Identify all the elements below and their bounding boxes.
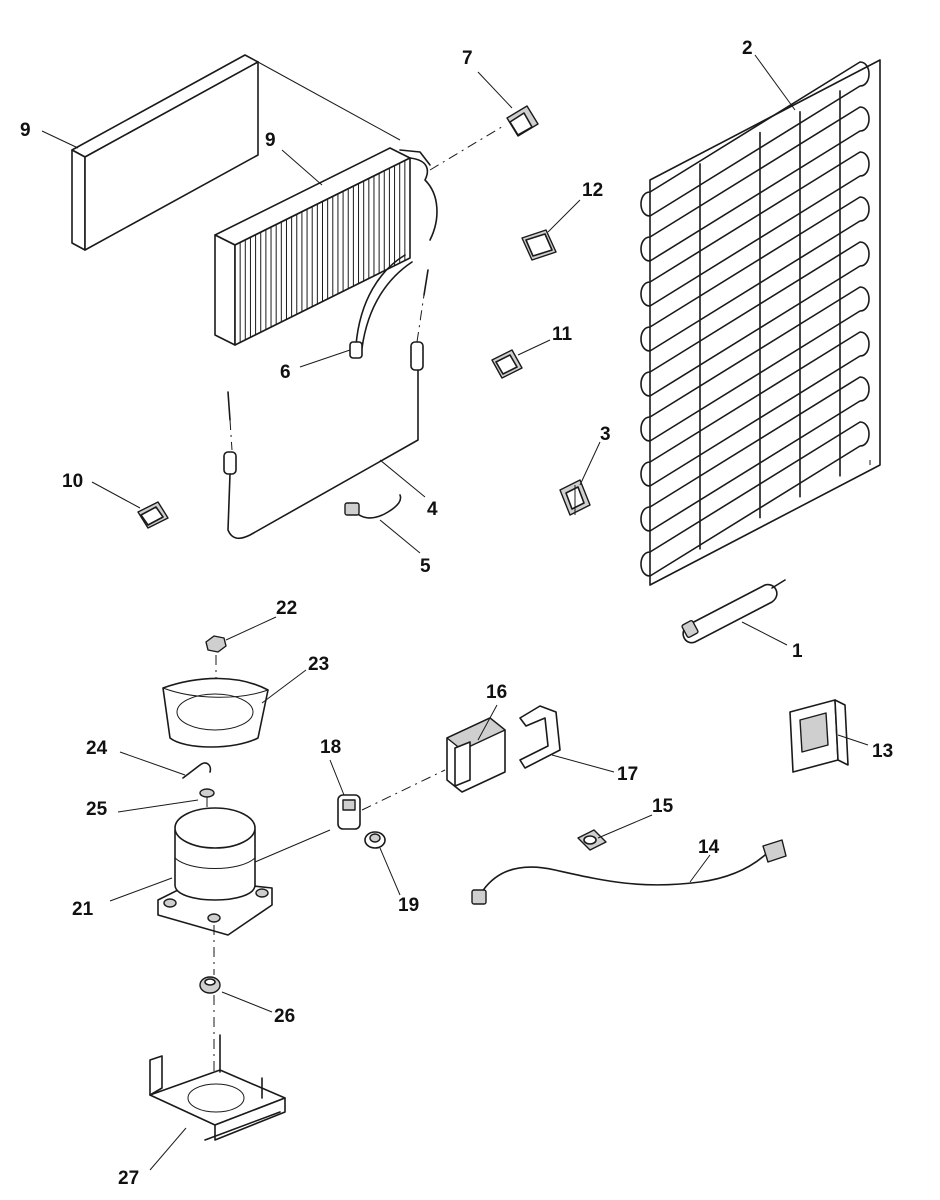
- callout-4: 4: [427, 499, 438, 520]
- part-26-grommet: [199, 925, 221, 1075]
- part-7-clip: [506, 105, 539, 137]
- callout-23: 23: [308, 654, 329, 675]
- callout-11: 11: [552, 324, 573, 345]
- callout-24: 24: [86, 738, 108, 759]
- callout-19: 19: [398, 895, 419, 916]
- part-11-clip: [491, 349, 523, 379]
- callout-26: 26: [274, 1006, 295, 1027]
- callout-17: 17: [617, 764, 638, 785]
- part-12-bracket: [521, 229, 557, 261]
- callout-10: 10: [62, 471, 83, 492]
- part-5-connector: [344, 494, 402, 519]
- callout-16: 16: [486, 682, 507, 703]
- part-3-bracket: [559, 479, 591, 516]
- part-14-power-cord: [471, 839, 787, 905]
- part-10-clip: [137, 501, 169, 529]
- callout-5: 5: [420, 556, 431, 577]
- callout-13: 13: [872, 741, 893, 762]
- callout-labels: 1 2 3 4 5 6 7 9 9 10 11 12 13 14 15 16 1…: [20, 38, 893, 1189]
- part-16-relay-box: [446, 717, 506, 793]
- part-2-evaporator: [640, 59, 881, 586]
- part-9-panel: [71, 54, 401, 251]
- callout-18: 18: [320, 737, 341, 758]
- callout-3: 3: [600, 424, 611, 445]
- callout-1: 1: [792, 641, 803, 662]
- callout-9-condenser: 9: [265, 130, 276, 151]
- part-1-drier: [681, 579, 786, 644]
- part-27-base: [149, 1034, 286, 1141]
- part-19-overload: [364, 831, 386, 849]
- callout-6: 6: [280, 362, 291, 383]
- callout-21: 21: [72, 899, 94, 920]
- part-18-relay: [337, 769, 446, 830]
- part-21-compressor: [157, 807, 331, 936]
- part-24-clip: [182, 762, 212, 779]
- part-9-condenser: [214, 124, 506, 346]
- callout-7: 7: [462, 48, 473, 69]
- part-13-plate: [789, 699, 849, 773]
- part-4-capillary: [223, 269, 429, 540]
- part-23-cover: [162, 677, 269, 748]
- callout-25: 25: [86, 799, 108, 820]
- callout-15: 15: [652, 796, 674, 817]
- callout-22: 22: [276, 598, 297, 619]
- part-25-washer: [199, 788, 215, 815]
- callout-9-panel: 9: [20, 120, 31, 141]
- part-15-clamp: [577, 829, 607, 851]
- callout-14: 14: [698, 837, 720, 858]
- callout-2: 2: [742, 38, 753, 59]
- part-17-clip: [519, 705, 561, 769]
- leader-lines: [41, 54, 869, 1171]
- callout-12: 12: [582, 180, 603, 201]
- callout-27: 27: [118, 1168, 139, 1189]
